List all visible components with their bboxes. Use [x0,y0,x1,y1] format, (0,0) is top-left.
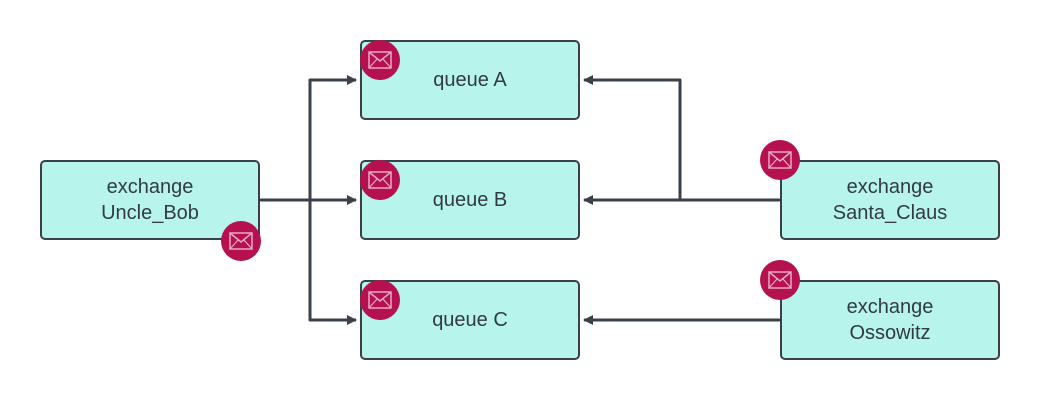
envelope-icon [360,280,400,320]
envelope-glyph [768,271,792,289]
queue-c-label: queue C [432,309,508,331]
envelope-icon [360,40,400,80]
exchange-uncle-bob-line2: Uncle_Bob [101,202,199,224]
envelope-glyph [768,151,792,169]
envelope-glyph [229,232,253,250]
exchange-uncle-bob-label: exchange Uncle_Bob [101,174,199,226]
exchange-ossowitz-line1: exchange [846,296,934,318]
edge-uncle-bob-to-queue-c [308,200,357,325]
exchange-ossowitz-node[interactable]: exchange Ossowitz [780,280,1000,360]
edge-santa-claus-to-queue-a [583,75,780,202]
exchange-santa-claus-node[interactable]: exchange Santa_Claus [780,160,1000,240]
envelope-icon [760,140,800,180]
queue-b-node[interactable]: queue B [360,160,580,240]
envelope-glyph [368,51,392,69]
exchange-uncle-bob-node[interactable]: exchange Uncle_Bob [40,160,260,240]
envelope-icon [221,221,261,261]
exchange-santa-claus-line1: exchange [846,176,934,198]
exchange-santa-claus-label: exchange Santa_Claus [833,174,948,226]
queue-a-node[interactable]: queue A [360,40,580,120]
envelope-glyph [368,291,392,309]
exchange-ossowitz-line2: Ossowitz [849,322,931,344]
exchange-santa-claus-line2: Santa_Claus [832,202,948,224]
envelope-icon [360,160,400,200]
exchange-uncle-bob-line1: exchange [106,176,194,198]
exchange-ossowitz-label: exchange Ossowitz [847,294,934,346]
edge-uncle-bob-to-queue-a [260,75,357,202]
queue-a-label: queue A [433,69,507,91]
queue-b-label: queue B [432,189,508,211]
envelope-glyph [368,171,392,189]
envelope-icon [760,260,800,300]
